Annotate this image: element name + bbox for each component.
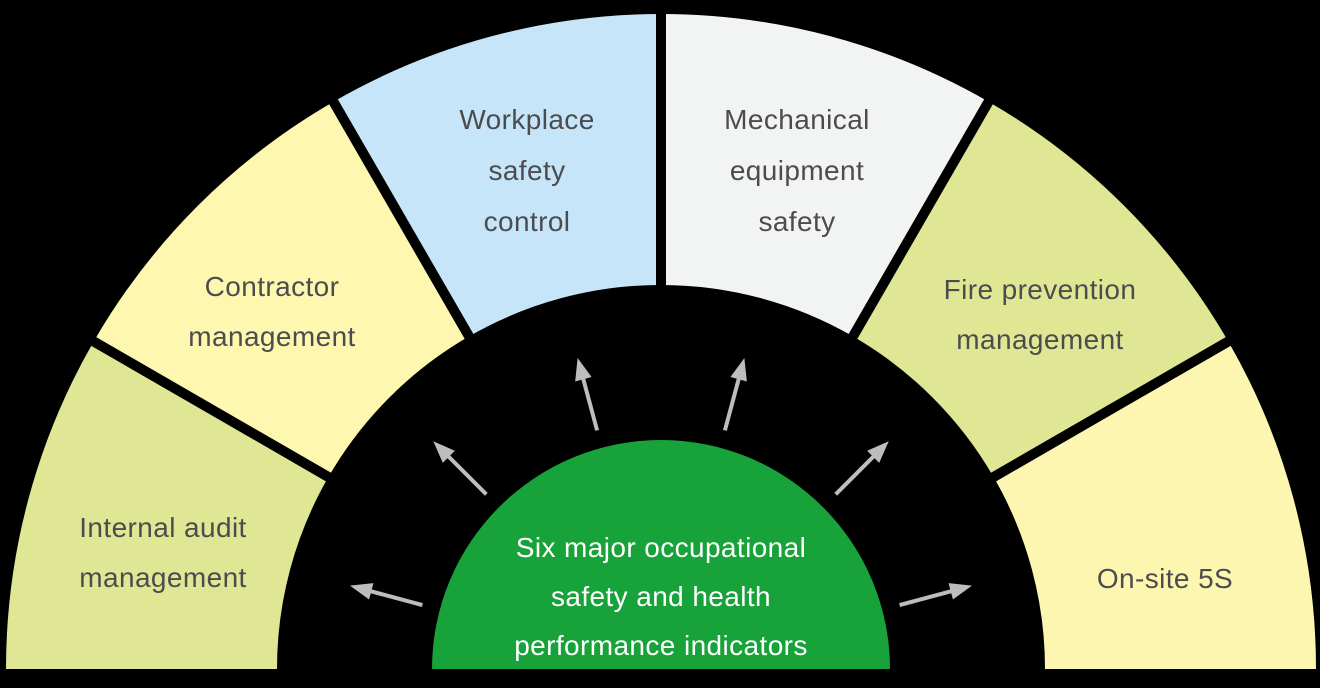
segment-contractor-management [93,101,469,477]
arrow-contractor [433,441,488,496]
gap-line [842,93,997,350]
center-label-line1: Six major occupational [516,532,807,563]
arrow-fire [834,441,889,496]
segment-fire-prevention-management [853,101,1229,477]
gap-line [980,333,1237,488]
label-mechanical-line2: equipment [730,155,864,186]
label-workplace-line1: Workplace [459,104,594,135]
arrow-mechanical [722,358,747,431]
label-workplace-line3: control [484,206,571,237]
segment-labels: Internal audit management Contractor man… [79,104,1233,594]
label-contractor-line2: management [188,321,355,352]
label-mechanical-line3: safety [758,206,835,237]
segment-on-site-5s [993,341,1316,669]
center-semicircle [432,440,890,669]
label-mechanical-line1: Mechanical [724,104,870,135]
label-fire-line1: Fire prevention [944,274,1137,305]
center-label-line3: performance indicators [514,630,808,661]
segment-gap-lines [85,7,1237,488]
segment-workplace-safety-control [333,13,661,337]
arrow-workplace [575,358,600,431]
label-onsite-line1: On-site 5S [1097,563,1233,594]
label-contractor-line1: Contractor [205,271,340,302]
arrow-onsite [899,583,972,608]
label-fire-line2: management [956,324,1123,355]
center-label-line2: safety and health [551,581,771,612]
segment-mechanical-equipment-safety [661,13,989,337]
arrow-internal-audit [350,583,423,608]
ring-segments [5,13,1316,669]
gap-line [325,93,480,350]
segment-internal-audit-management [5,341,329,669]
arrows [350,358,972,608]
label-workplace-line2: safety [488,155,565,186]
center-label: Six major occupational safety and health… [514,532,808,661]
gap-line [85,333,342,488]
label-internal-audit-line1: Internal audit [79,512,247,543]
label-internal-audit-line2: management [79,562,246,593]
